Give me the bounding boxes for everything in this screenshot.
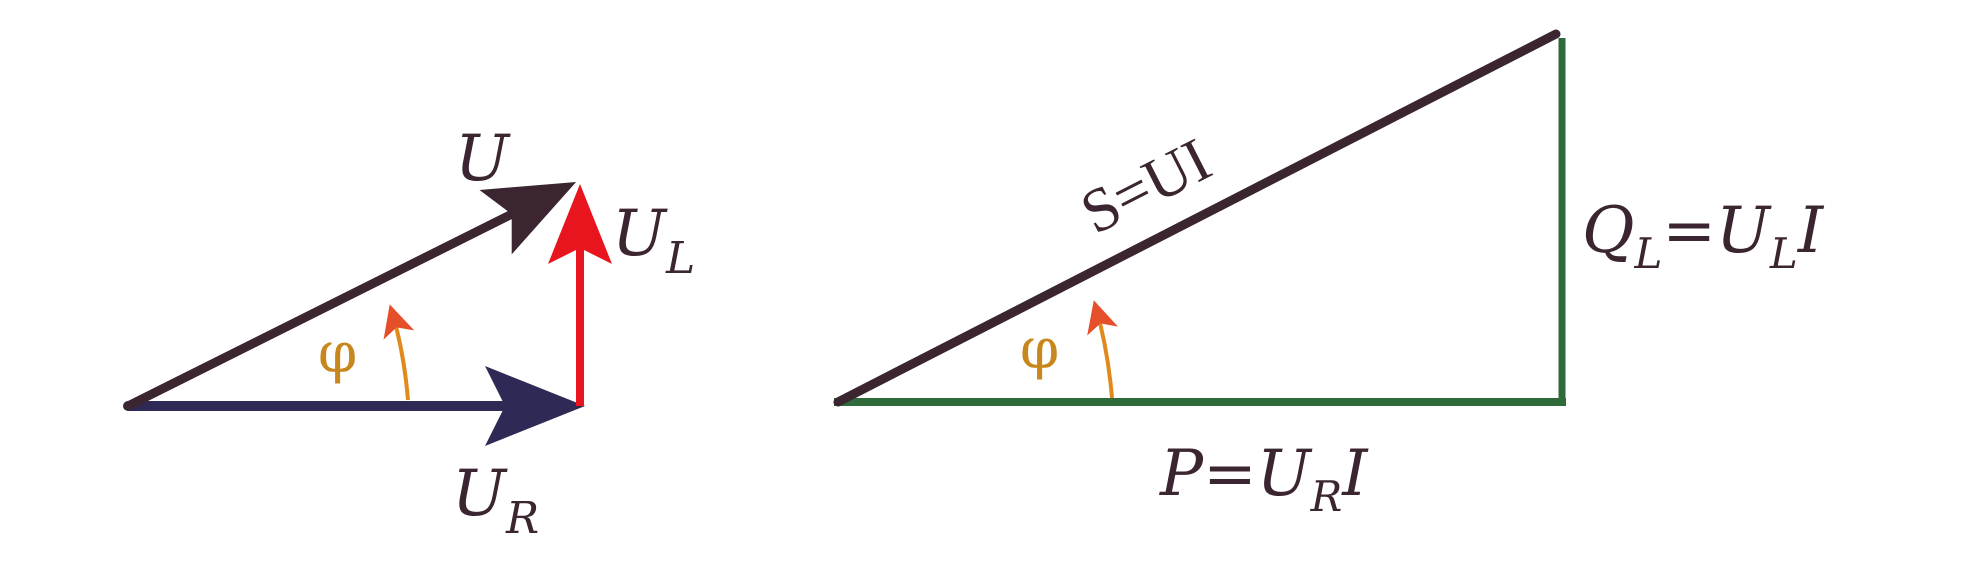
label-u: U [455, 122, 511, 196]
s-side [833, 29, 1561, 407]
phi-arc-arrow [383, 304, 415, 401]
phi-arc-arrow-right [1087, 300, 1118, 399]
voltage-triangle: U UL UR φ [123, 122, 695, 544]
label-phi-right: φ [1020, 317, 1059, 382]
label-phi-left: φ [318, 321, 357, 386]
label-q: QL=ULI [1582, 194, 1825, 278]
u-vector [123, 181, 577, 411]
label-p: P=URI [1159, 437, 1369, 521]
power-triangle: S=UI QL=ULI P=URI φ [833, 29, 1825, 521]
label-s: S=UI [1070, 126, 1221, 248]
label-ul: UL [612, 197, 695, 284]
label-ur: UR [452, 457, 539, 544]
